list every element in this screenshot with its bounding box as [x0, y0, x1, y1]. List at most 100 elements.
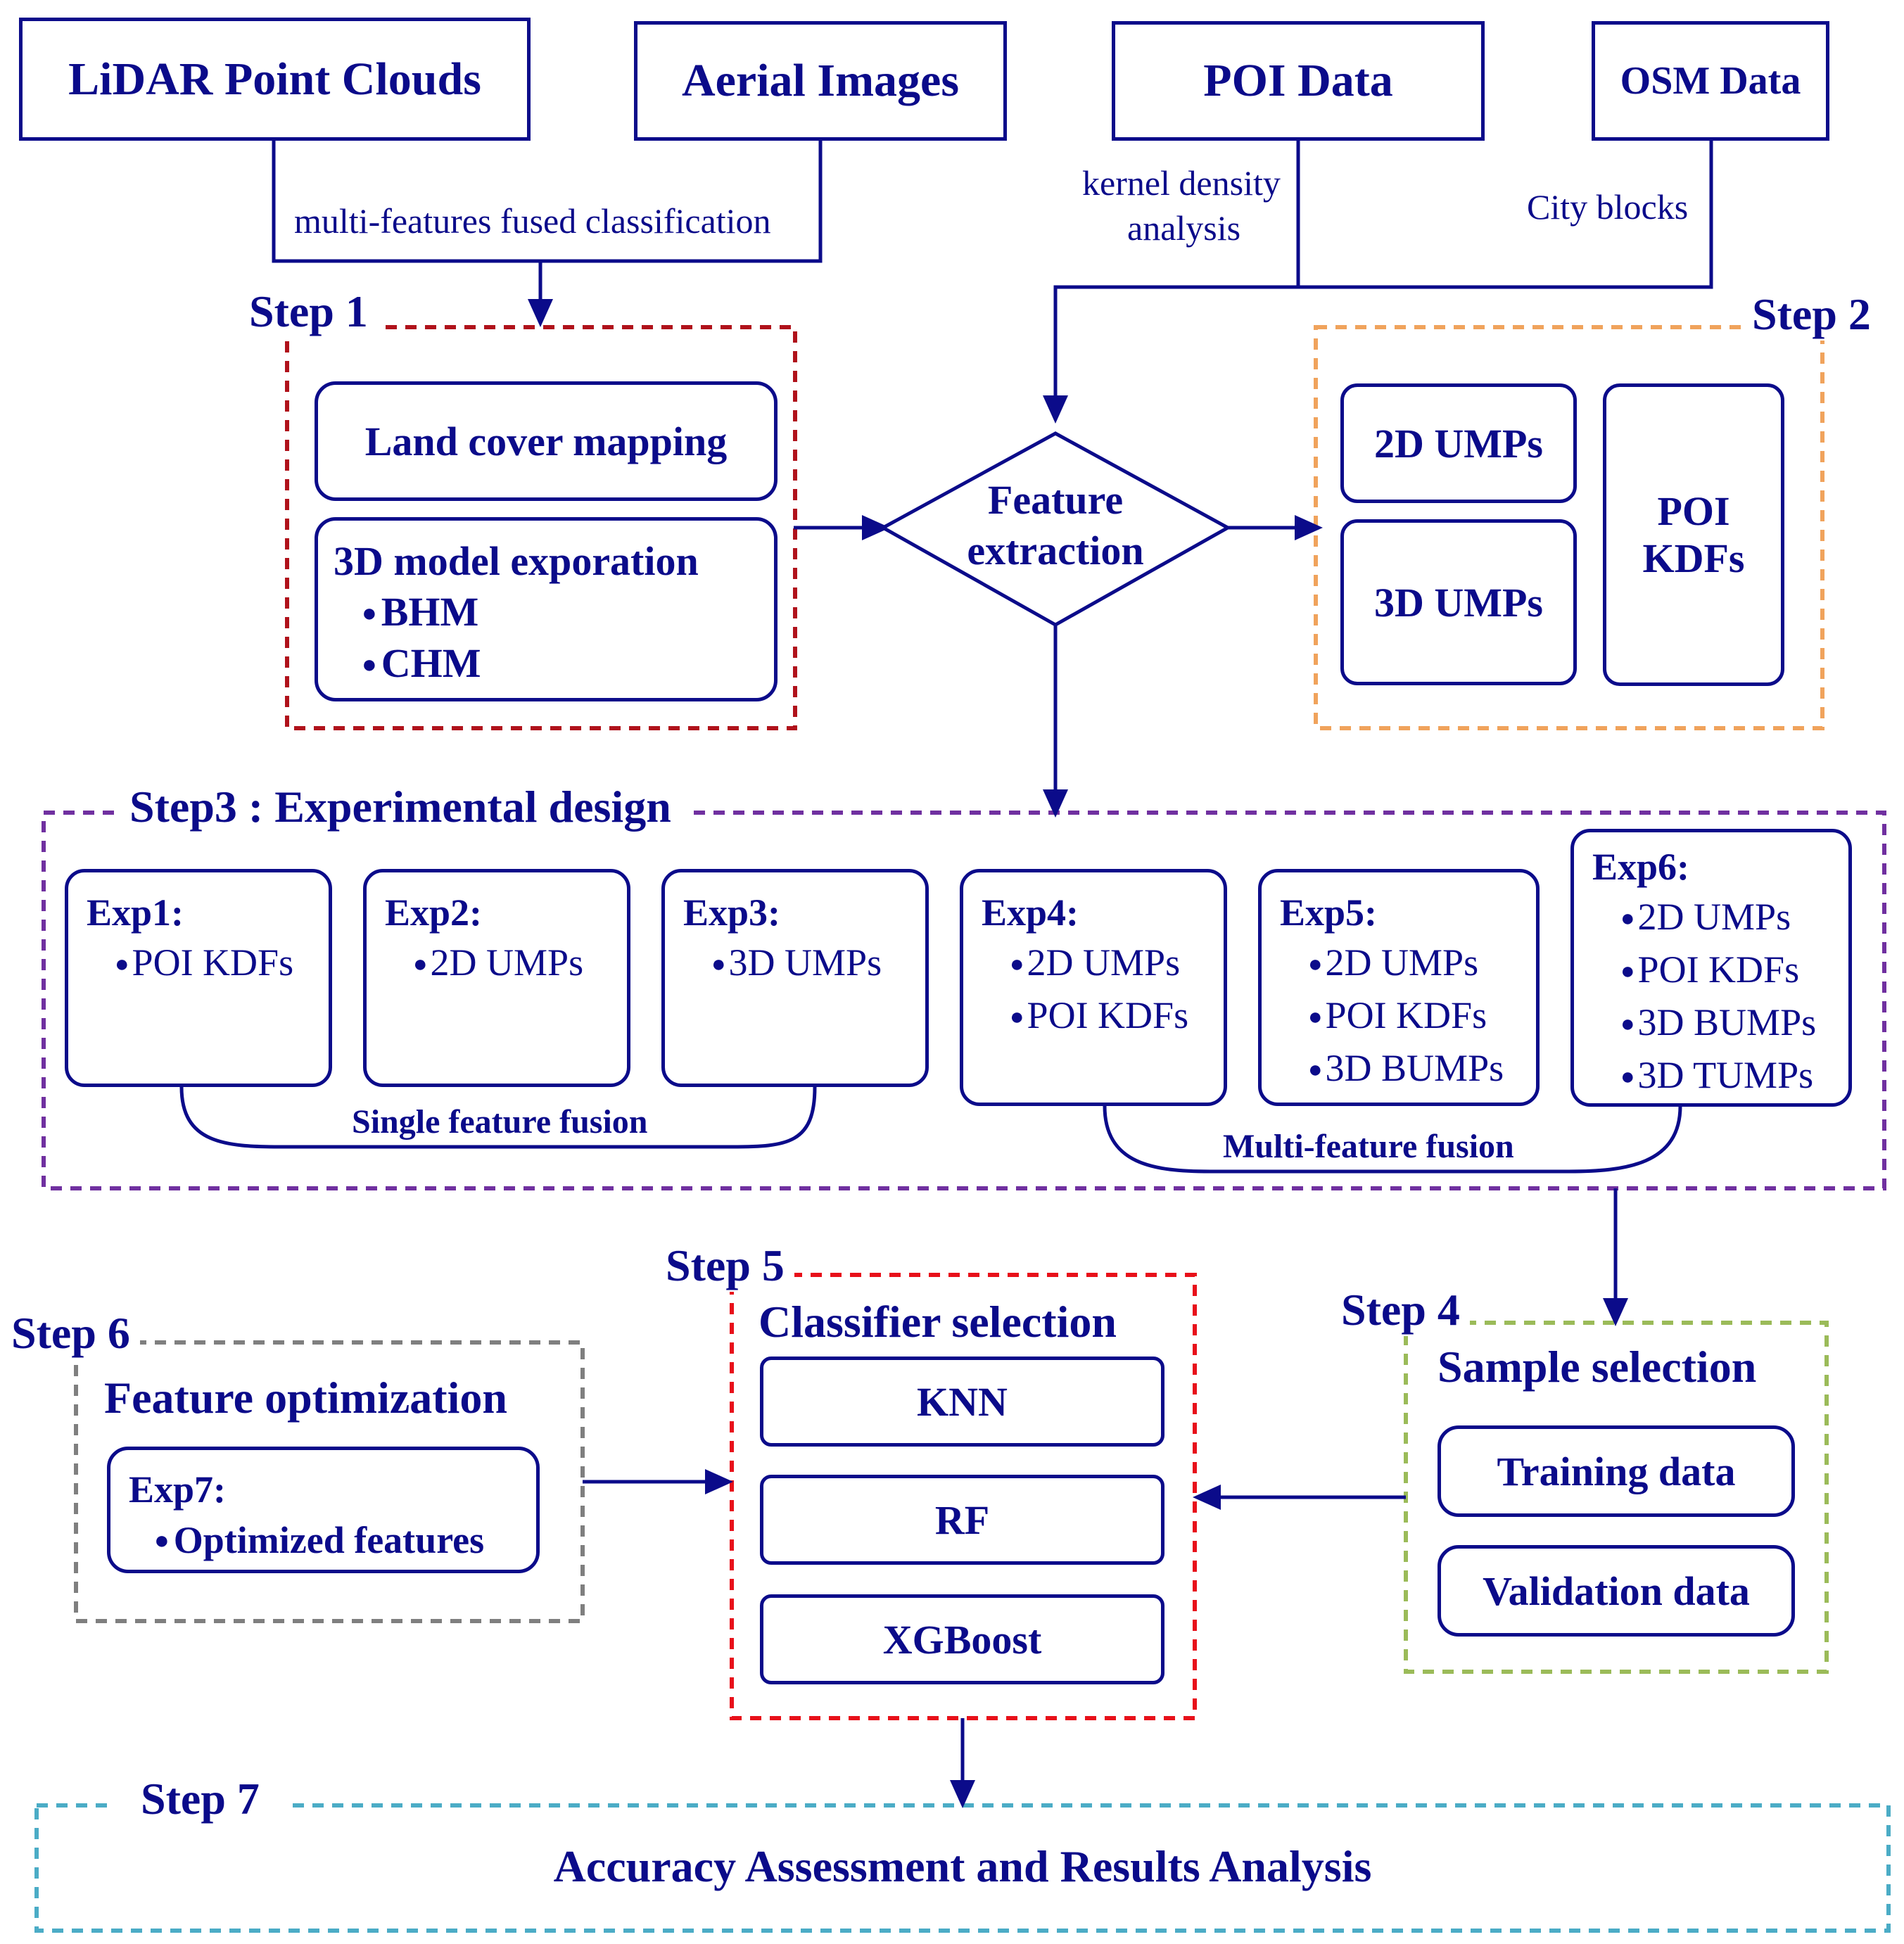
exp5-item: 3D BUMPs — [1280, 1043, 1536, 1095]
exp1-box: Exp1: POI KDFs — [65, 869, 332, 1087]
step4-label: Step 4 — [1331, 1284, 1470, 1336]
exp7-title: Exp7: — [129, 1468, 227, 1511]
exp4-title: Exp4: — [982, 891, 1079, 934]
fused-classification-annotation: multi-features fused classification — [294, 201, 771, 241]
step1-label: Step 1 — [239, 286, 378, 338]
step6-label: Step 6 — [1, 1307, 140, 1359]
2d-umps-box: 2D UMPs — [1340, 383, 1577, 503]
exp5-item: POI KDFs — [1280, 990, 1536, 1043]
kernel-density-annotation-line1: kernel density — [1082, 163, 1281, 203]
feature-extraction-diamond — [879, 431, 1232, 627]
single-fusion-brace — [179, 1086, 817, 1149]
exp6-item: POI KDFs — [1592, 944, 1848, 997]
validation-data-box: Validation data — [1437, 1545, 1795, 1637]
multi-fusion-brace — [1103, 1105, 1682, 1174]
fused-bracket — [272, 141, 823, 263]
bhm-item: BHM — [334, 587, 774, 638]
arrowhead — [705, 1469, 733, 1494]
exp3-item: 3D UMPs — [683, 937, 925, 990]
poi-data-box: POI Data — [1112, 21, 1485, 141]
3d-model-box: 3D model exporation BHM CHM — [315, 517, 778, 701]
poi-data-label: POI Data — [1203, 55, 1393, 106]
knn-box: KNN — [760, 1357, 1164, 1447]
exp5-item: 2D UMPs — [1280, 937, 1536, 990]
exp5-items: 2D UMPs POI KDFs 3D BUMPs — [1280, 937, 1536, 1095]
2d-umps-label: 2D UMPs — [1373, 420, 1543, 466]
exp6-item: 2D UMPs — [1592, 891, 1848, 944]
exp2-items: 2D UMPs — [385, 937, 627, 990]
poi-osm-bracket — [1296, 141, 1713, 289]
exp1-items: POI KDFs — [87, 937, 329, 990]
land-cover-mapping-label: Land cover mapping — [364, 418, 728, 464]
exp2-item: 2D UMPs — [385, 937, 627, 990]
knn-label: KNN — [917, 1378, 1008, 1425]
kernel-density-annotation-line2: analysis — [1127, 208, 1241, 248]
exp4-box: Exp4: 2D UMPs POI KDFs — [960, 869, 1227, 1106]
multi-feature-fusion-label: Multi-feature fusion — [1223, 1128, 1514, 1165]
training-data-label: Training data — [1497, 1448, 1736, 1494]
accuracy-assessment-title: Accuracy Assessment and Results Analysis — [553, 1841, 1372, 1891]
rf-box: RF — [760, 1475, 1164, 1565]
feature-optimization-title: Feature optimization — [104, 1373, 507, 1423]
exp6-title: Exp6: — [1592, 846, 1690, 888]
single-feature-fusion-label: Single feature fusion — [352, 1103, 648, 1141]
exp2-box: Exp2: 2D UMPs — [363, 869, 630, 1087]
lidar-label: LiDAR Point Clouds — [68, 53, 481, 105]
step3-label: Step3 : Experimental design — [114, 781, 687, 833]
osm-data-label: OSM Data — [1620, 59, 1801, 103]
arrowhead — [1295, 515, 1323, 540]
arrowhead — [1193, 1485, 1221, 1510]
aerial-label: Aerial Images — [681, 55, 960, 106]
chm-item: CHM — [334, 638, 774, 690]
exp5-box: Exp5: 2D UMPs POI KDFs 3D BUMPs — [1258, 869, 1540, 1106]
arrowhead — [1043, 789, 1068, 818]
exp3-items: 3D UMPs — [683, 937, 925, 990]
xgboost-box: XGBoost — [760, 1594, 1164, 1684]
exp7-item: Optimized features — [129, 1515, 536, 1565]
3d-umps-box: 3D UMPs — [1340, 519, 1577, 685]
poi-connector — [1053, 285, 1298, 395]
arrowhead — [862, 515, 890, 540]
3d-umps-label: 3D UMPs — [1373, 579, 1543, 625]
step3-frame — [42, 811, 1886, 1190]
exp5-title: Exp5: — [1280, 891, 1378, 934]
step5-label: Step 5 — [656, 1240, 794, 1292]
exp7-box: Exp7: Optimized features — [107, 1447, 540, 1573]
arrowhead — [1603, 1298, 1628, 1326]
aerial-box: Aerial Images — [634, 21, 1007, 141]
poi-kdfs-box: POI KDFs — [1603, 383, 1784, 686]
exp6-items: 2D UMPs POI KDFs 3D BUMPs 3D TUMPs — [1592, 891, 1848, 1103]
poi-kdfs-label-line1: POI — [1657, 488, 1730, 534]
exp2-title: Exp2: — [385, 891, 483, 934]
step1-frame — [285, 325, 797, 730]
osm-data-box: OSM Data — [1592, 21, 1829, 141]
lidar-box: LiDAR Point Clouds — [19, 18, 531, 141]
training-data-box: Training data — [1437, 1425, 1795, 1517]
arrowhead — [950, 1780, 975, 1808]
feature-extraction-line2: extraction — [967, 528, 1144, 573]
xgboost-label: XGBoost — [882, 1616, 1042, 1663]
exp4-items: 2D UMPs POI KDFs — [982, 937, 1224, 1043]
feature-extraction-line1: Feature — [987, 477, 1124, 523]
city-blocks-annotation: City blocks — [1527, 187, 1689, 227]
exp4-item: 2D UMPs — [982, 937, 1224, 990]
exp6-box: Exp6: 2D UMPs POI KDFs 3D BUMPs 3D TUMPs — [1570, 829, 1852, 1107]
exp3-title: Exp3: — [683, 891, 781, 934]
exp1-title: Exp1: — [87, 891, 184, 934]
classifier-selection-title: Classifier selection — [759, 1297, 1117, 1347]
land-cover-mapping-box: Land cover mapping — [315, 381, 778, 501]
sample-selection-title: Sample selection — [1437, 1342, 1757, 1392]
poi-kdfs-label-line2: KDFs — [1642, 535, 1745, 581]
exp1-item: POI KDFs — [87, 937, 329, 990]
exp6-item: 3D BUMPs — [1592, 997, 1848, 1050]
exp6-item: 3D TUMPs — [1592, 1050, 1848, 1103]
exp3-box: Exp3: 3D UMPs — [661, 869, 929, 1087]
arrowhead — [1043, 395, 1068, 424]
step7-label: Step 7 — [113, 1773, 288, 1825]
3d-model-title: 3D model exporation — [334, 538, 699, 584]
rf-label: RF — [934, 1497, 990, 1543]
arrowhead — [528, 299, 553, 327]
validation-data-label: Validation data — [1483, 1568, 1750, 1614]
